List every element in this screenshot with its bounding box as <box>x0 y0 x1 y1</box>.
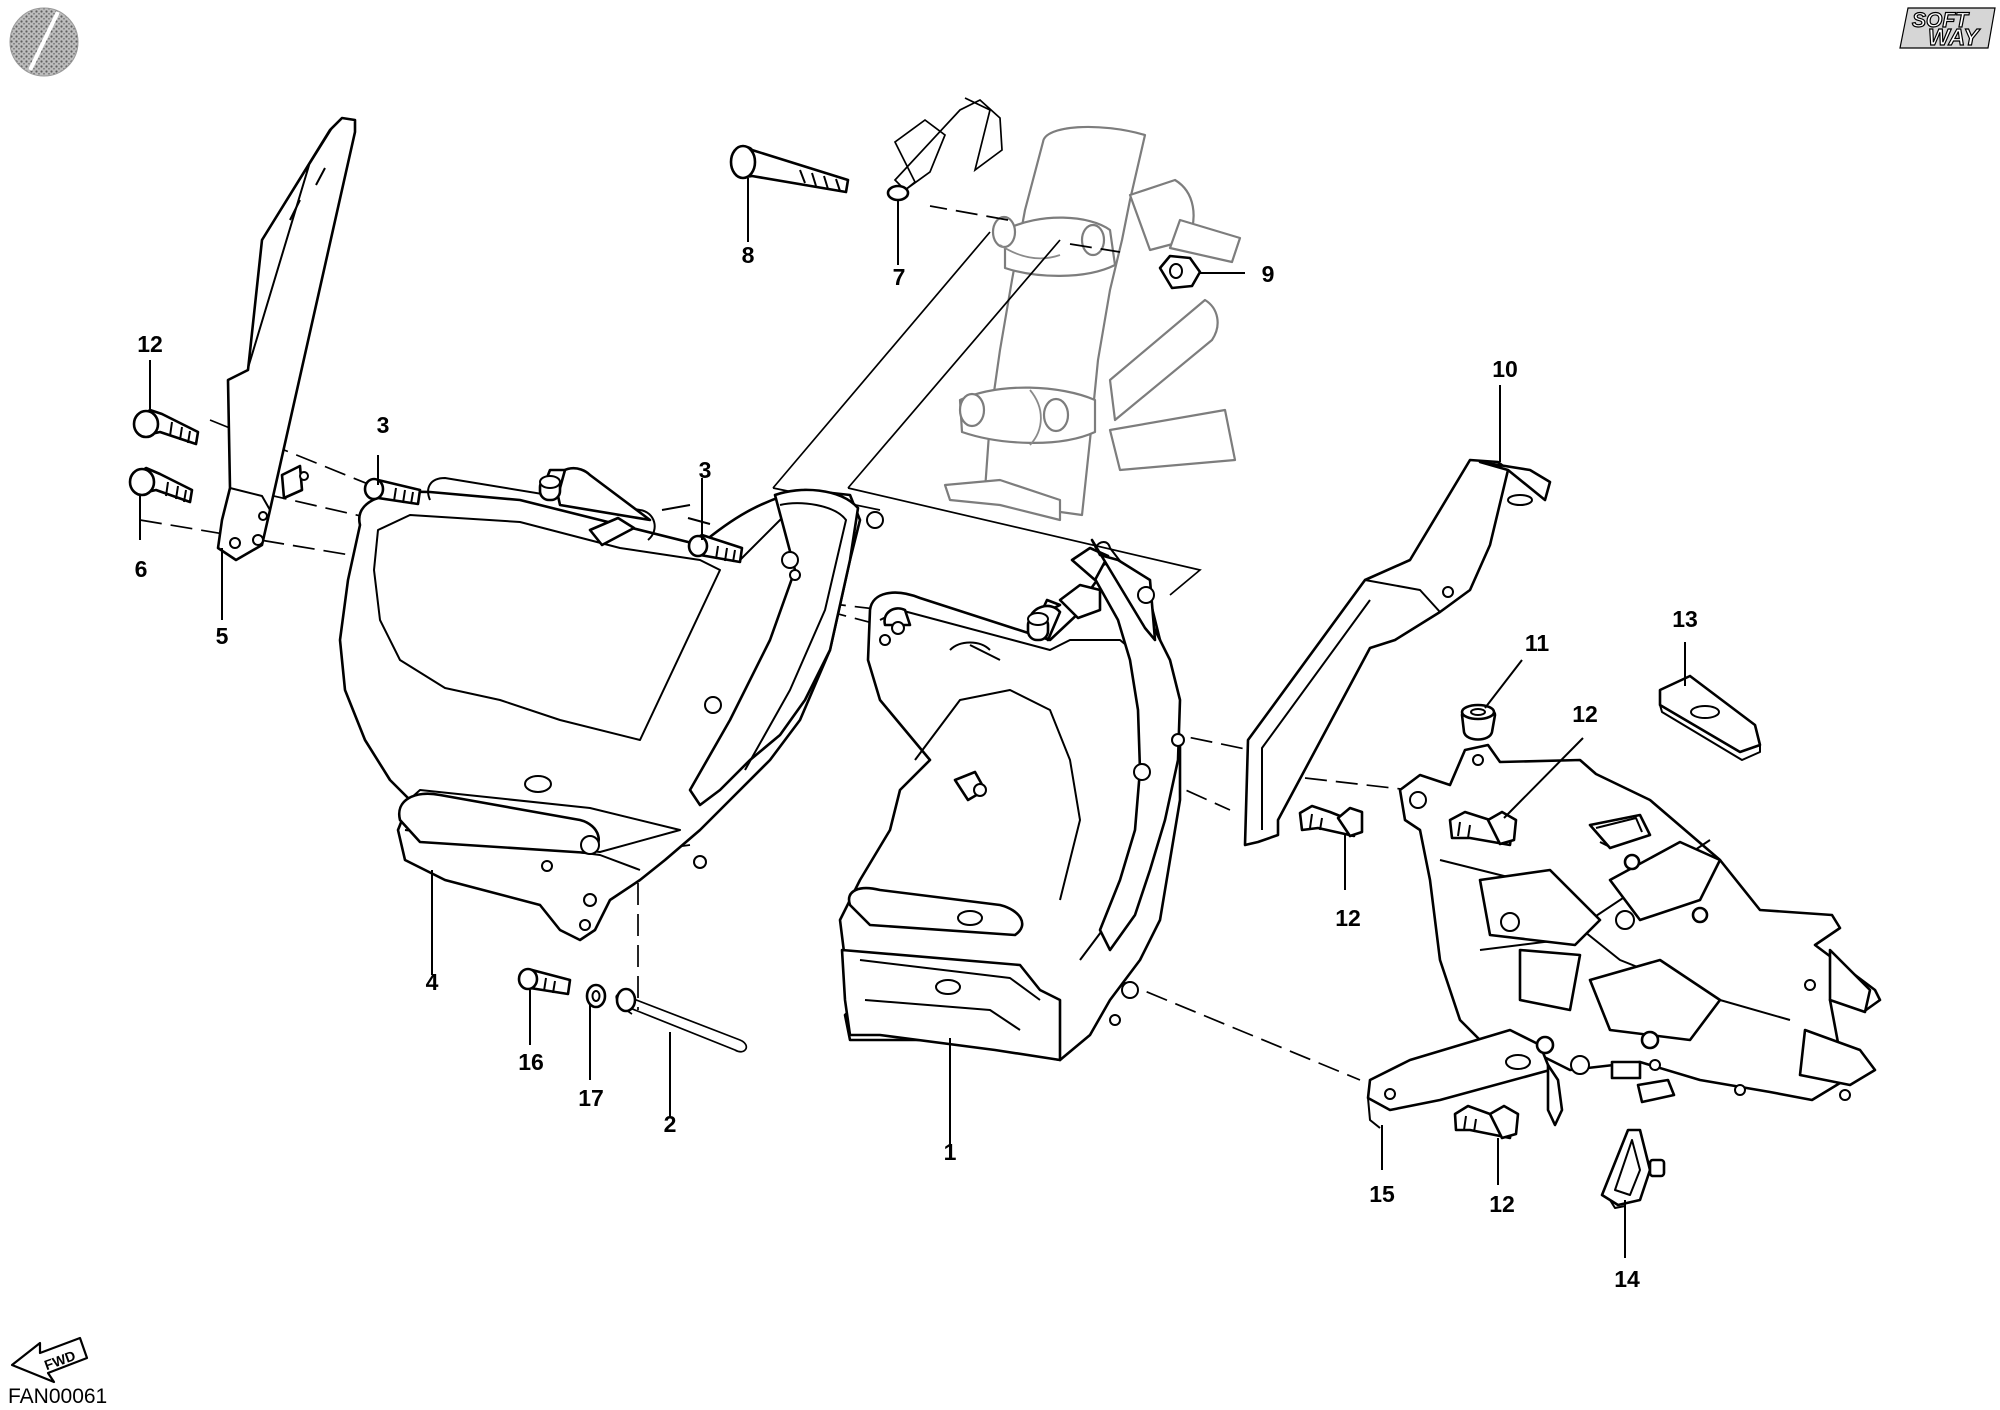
fwd-arrow-icon: FWD <box>10 1336 89 1384</box>
frame-tube-ghost <box>943 125 1242 522</box>
callout-13: 13 <box>1672 606 1698 632</box>
callout-17: 17 <box>578 1085 604 1111</box>
callout-12-lower: 12 <box>1489 1191 1515 1217</box>
part-10-bracket <box>1243 458 1552 847</box>
brand-line-2: WAY <box>1928 24 1981 50</box>
part-13-pad <box>1658 674 1762 761</box>
part-9-nut <box>1158 254 1202 290</box>
part-8-bolt <box>729 144 850 194</box>
callout-5: 5 <box>216 623 229 649</box>
part-2-wire-pin <box>615 987 748 1053</box>
leader-lines <box>139 178 1686 1258</box>
part-7-spring-clip <box>886 97 1003 202</box>
part-16-bolt <box>517 967 572 996</box>
brand-line-1: SOFT <box>1912 9 1970 32</box>
part-17-washer <box>585 983 607 1009</box>
part-12-bolt-mid <box>1298 804 1364 838</box>
part-12-bolt-lower <box>1453 1104 1520 1140</box>
callout-1: 1 <box>944 1139 957 1165</box>
callout-12-left: 12 <box>137 331 163 357</box>
callout-12-right: 12 <box>1572 701 1598 727</box>
part-5-side-plate <box>216 116 357 562</box>
part-14-clip <box>1600 1128 1666 1209</box>
callout-3-center: 3 <box>699 457 712 483</box>
part-1-air-duct <box>838 538 1185 1062</box>
softway-logo: SOFT WAY <box>1899 7 1996 51</box>
callout-15: 15 <box>1369 1181 1395 1207</box>
callout-11: 11 <box>1525 630 1550 656</box>
part-3-bolt-left <box>363 477 422 506</box>
callout-7: 7 <box>893 264 906 290</box>
part-3-bolt-center <box>687 533 744 564</box>
callout-3-left: 3 <box>377 412 390 438</box>
callout-10: 10 <box>1492 356 1518 382</box>
drawing-code: FAN00061 <box>8 1385 107 1408</box>
callout-2: 2 <box>664 1111 677 1137</box>
callout-6: 6 <box>135 556 148 582</box>
part-12-bolt-right <box>1448 810 1518 847</box>
part-6-bolt <box>128 466 194 504</box>
part-11-grommet <box>1460 703 1497 741</box>
part-12-bolt-left <box>132 408 200 446</box>
callout-9: 9 <box>1262 261 1275 287</box>
ducati-logo-icon <box>9 7 79 77</box>
callout-16: 16 <box>518 1049 544 1075</box>
callout-8: 8 <box>742 242 755 268</box>
part-15-headlight-bracket <box>1366 743 1882 1129</box>
callouts: 1 2 3 3 4 5 6 7 8 9 10 11 12 12 12 12 13… <box>135 242 1698 1292</box>
part-4-air-duct <box>338 467 884 942</box>
callout-14: 14 <box>1614 1266 1640 1292</box>
callout-12-mid: 12 <box>1335 905 1361 931</box>
callout-4: 4 <box>426 969 439 995</box>
